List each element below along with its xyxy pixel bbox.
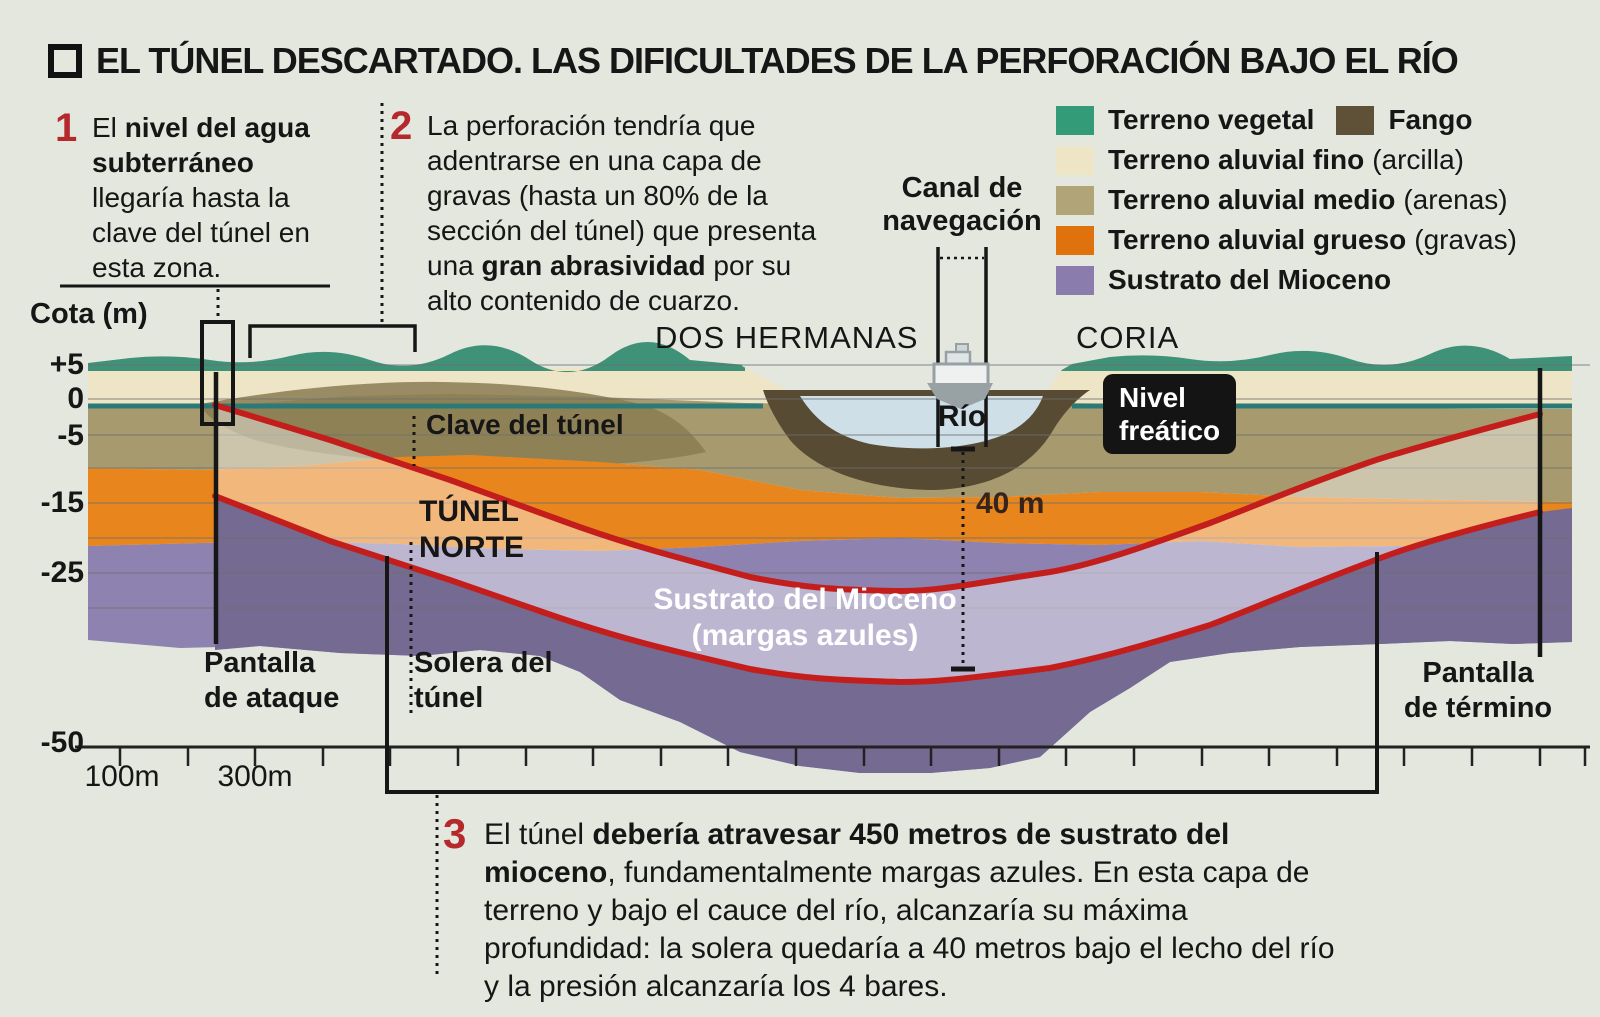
tunnel-lines (212, 402, 1543, 685)
layer-medio-dark-lens (200, 381, 706, 466)
zone-bracket (248, 324, 417, 358)
legend-swatch-mioceno (1056, 265, 1094, 295)
annotation-line: El nivel del agua (92, 112, 310, 143)
legend-swatch-medio (1056, 185, 1094, 215)
annotation-2-number: 2 (390, 104, 413, 148)
label-rio: Río (937, 400, 987, 433)
legend-note: (arenas) (1403, 184, 1508, 215)
label-pantalla-termino: Pantalla de término (1403, 657, 1553, 724)
label-pantalla-ataque: Pantalla de ataque (204, 647, 340, 714)
legend-row: Terreno vegetal Fango (1056, 100, 1517, 140)
annotation-line: terreno y bajo el cauce del río, alcanza… (484, 894, 1188, 927)
annotation-line: una gran abrasividad por su (427, 250, 792, 281)
title-bar: EL TÚNEL DESCARTADO. LAS DIFICULTADES DE… (48, 40, 1459, 82)
label-depth-40m: 40 m (976, 487, 1045, 520)
annotation-line: La perforación tendría que (427, 110, 756, 141)
annotation-1-number: 1 (55, 106, 78, 150)
legend-row: Terreno aluvial medio (arenas) (1056, 180, 1517, 220)
annotation-line: esta zona. (92, 252, 222, 283)
tunnel-crown-line (212, 402, 1543, 594)
annotation3-bracket (385, 552, 1379, 794)
label-dos-hermanas: DOS HERMANAS (655, 320, 919, 355)
annotation-line: subterráneo (92, 147, 254, 178)
annotation-line: clave del túnel en (92, 217, 310, 248)
y-tick-0: 0 (67, 382, 84, 415)
legend-label: Terreno aluvial grueso (1108, 224, 1407, 255)
annotation-line: llegaría hasta la (92, 182, 290, 213)
annotation-line: El túnel debería atravesar 450 metros de… (484, 818, 1230, 851)
annotation-line: y la presión alcanzaría los 4 bares. (484, 970, 948, 1003)
y-tick-minus15: -15 (40, 486, 84, 519)
label-canal-navegacion: Canal de navegación (882, 172, 1042, 237)
annotation-line: sección del túnel) que presenta (427, 215, 817, 246)
legend-swatch-vegetal (1056, 105, 1094, 135)
legend-row: Terreno aluvial grueso (gravas) (1056, 220, 1517, 260)
structures (60, 247, 1543, 794)
x-label-300m: 300m (217, 760, 293, 793)
annotation-1-text: El nivel del agua subterráneo llegaría h… (92, 110, 310, 285)
layer-mioceno-deep (215, 496, 1572, 773)
legend-note: (gravas) (1414, 224, 1517, 255)
x-label-100m: 100m (84, 760, 160, 793)
nivel-freatico-badge: Nivel freático (1103, 374, 1237, 454)
legend-swatch-fino (1056, 145, 1094, 175)
legend-label: Terreno vegetal (1108, 104, 1315, 135)
y-tick-minus25: -25 (40, 556, 84, 589)
legend-row: Terreno aluvial fino (arcilla) (1056, 140, 1517, 180)
legend-swatch-grueso (1056, 225, 1094, 255)
boat-icon (927, 343, 993, 409)
title-square-icon (48, 44, 82, 78)
annotation-line: gravas (hasta un 80% de la (427, 180, 768, 211)
label-solera-tunel: Solera del túnel (414, 647, 553, 714)
gridlines (88, 364, 1590, 609)
page-title: EL TÚNEL DESCARTADO. LAS DIFICULTADES DE… (96, 40, 1459, 81)
tunnel-invert-line (212, 493, 1543, 685)
legend-label: Fango (1388, 104, 1473, 135)
y-tick-minus5: -5 (57, 419, 84, 452)
annotation-line: profundidad: la solera quedaría a 40 met… (484, 932, 1335, 965)
y-axis-title: Cota (m) (30, 298, 148, 330)
legend-note: (arcilla) (1372, 144, 1464, 175)
label-clave-tunel: Clave del túnel (426, 409, 624, 440)
annotation-line: adentrarse en una capa de (427, 145, 762, 176)
legend-label: Terreno aluvial medio (1108, 184, 1396, 215)
leader-lines (216, 103, 984, 978)
y-tick-plus5: +5 (49, 348, 84, 381)
annotation-line: mioceno, fundamentalmente margas azules.… (484, 856, 1310, 889)
label-sustrato-mioceno: Sustrato del Mioceno (margas azules) (653, 583, 957, 652)
annotation-3-number: 3 (443, 810, 467, 857)
annotation-line: alto contenido de cuarzo. (427, 285, 740, 316)
legend-label: Sustrato del Mioceno (1108, 264, 1392, 295)
legend-label: Terreno aluvial fino (1108, 144, 1365, 175)
legend-row: Sustrato del Mioceno (1056, 260, 1517, 300)
legend: Terreno vegetal Fango Terreno aluvial fi… (1056, 100, 1517, 300)
bottom-axis (75, 745, 1590, 766)
annotation-3-text: El túnel debería atravesar 450 metros de… (484, 816, 1335, 1006)
label-tunel-norte: TÚNEL NORTE (419, 495, 524, 564)
label-coria: CORIA (1076, 320, 1180, 355)
legend-swatch-fango (1336, 105, 1375, 135)
y-tick-minus50: -50 (40, 726, 84, 759)
annotation-2-text: La perforación tendría que adentrarse en… (427, 108, 816, 318)
